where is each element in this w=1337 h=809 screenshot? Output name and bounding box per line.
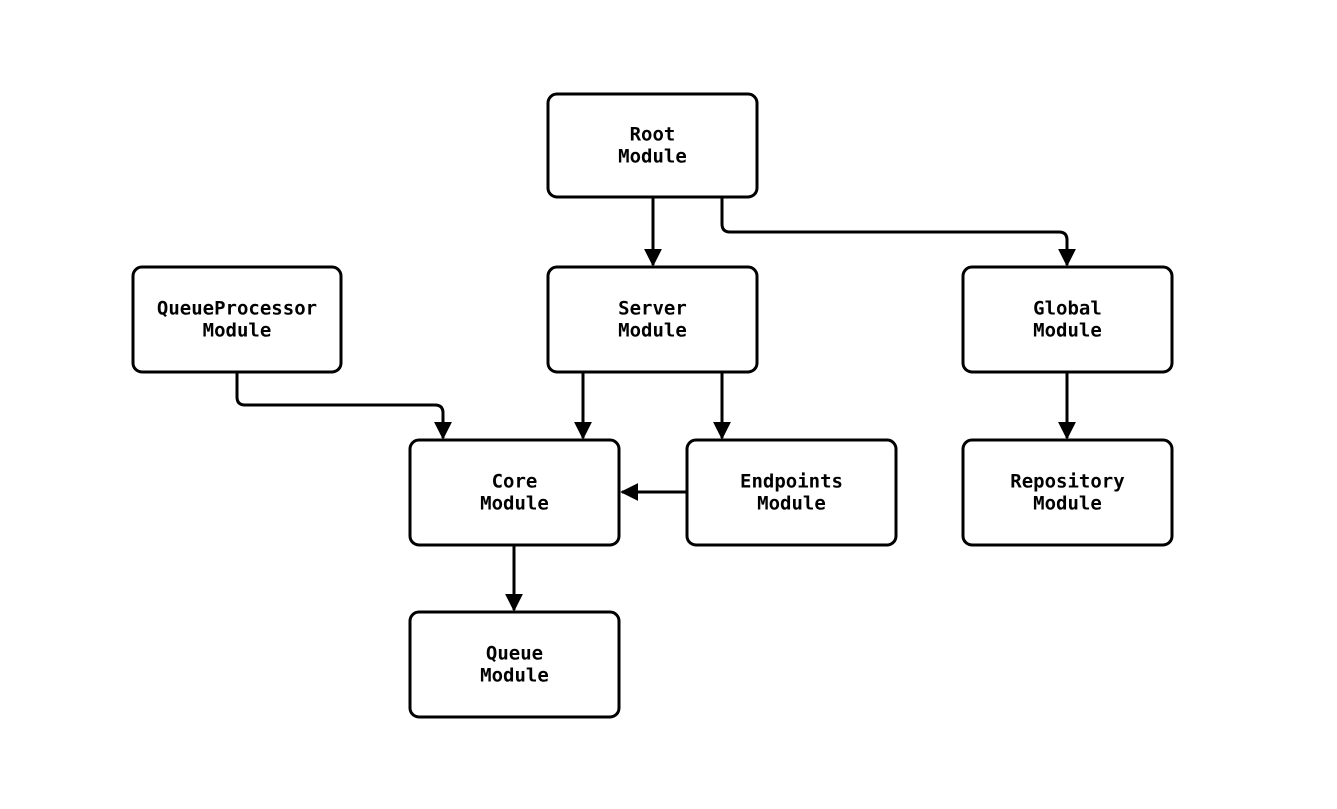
node-box-endpoints-module (685, 438, 898, 547)
node-label-line: Module (480, 665, 549, 687)
node-label-line: Module (203, 320, 272, 342)
node-label-line: Module (480, 493, 549, 515)
node-label-line: Module (618, 146, 687, 168)
node-label-line: Module (1033, 320, 1102, 342)
node-label-line: Core (492, 471, 538, 493)
node-box-repository-module (961, 438, 1174, 547)
node-label-line: Repository (1010, 471, 1124, 493)
node-box-root-module (546, 92, 759, 199)
node-label-line: Server (618, 298, 687, 320)
node-box-core-module (408, 438, 621, 547)
node-label-line: QueueProcessor (157, 298, 317, 320)
edges-layer (235, 197, 1076, 612)
node-label-line: Queue (486, 643, 543, 665)
node-label-line: Global (1033, 298, 1102, 320)
node-label-line: Module (1033, 493, 1102, 515)
node-box-global-module (961, 265, 1174, 374)
node-label-line: Module (757, 493, 826, 515)
node-box-server-module (546, 265, 759, 374)
node-label-line: Endpoints (740, 471, 843, 493)
node-box-queue-module (408, 610, 621, 719)
edge-root-to-global (720, 197, 1076, 267)
node-box-queueprocessor-module (131, 265, 343, 374)
node-label-line: Module (618, 320, 687, 342)
node-label-line: Root (630, 124, 676, 146)
edge-queueprocessor-to-core (235, 372, 452, 440)
